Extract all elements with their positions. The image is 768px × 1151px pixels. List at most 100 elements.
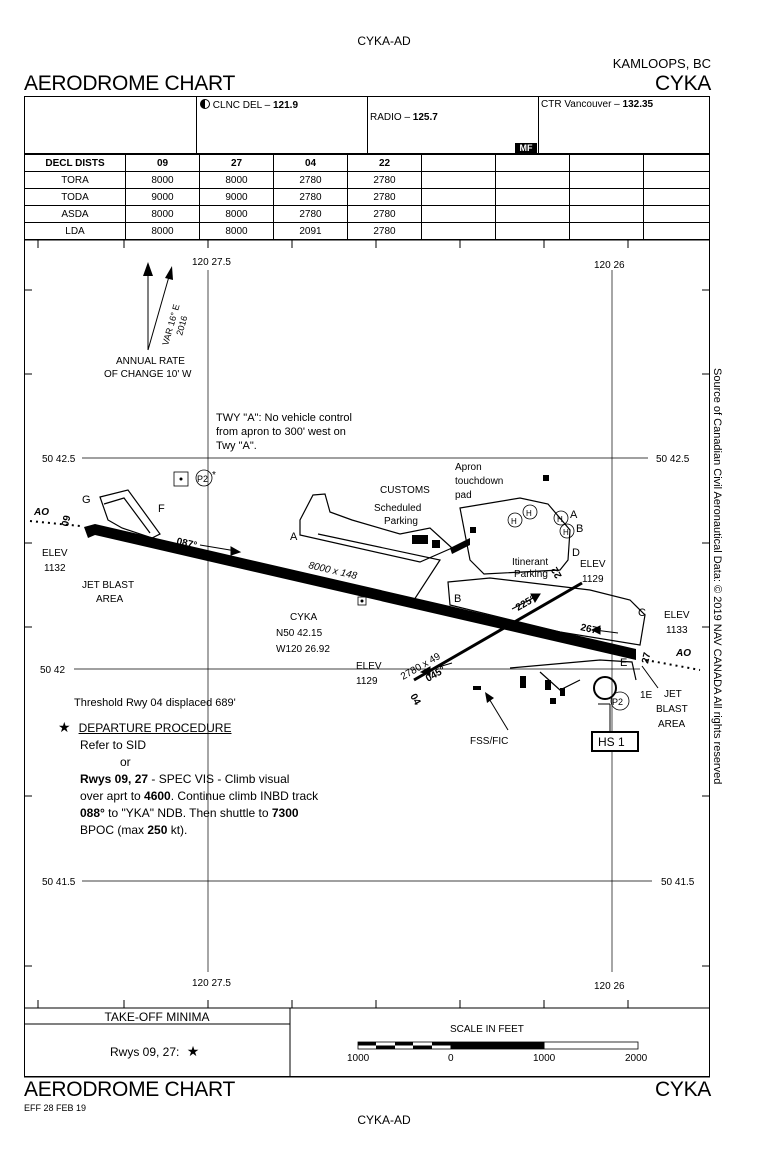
jet-blast-label: AREA: [96, 594, 124, 605]
departure-text: BPOC (max: [80, 823, 148, 837]
customs-label: CUSTOMS: [380, 485, 430, 496]
fss-label: FSS/FIC: [470, 736, 508, 747]
taxiway-label: D: [572, 547, 580, 559]
departure-text: kt).: [167, 823, 188, 837]
ctr: CTR Vancouver – 132.35: [541, 99, 653, 110]
border-ticks: [24, 239, 710, 1009]
takeoff-runways: Rwys 09, 27:: [110, 1045, 180, 1059]
twy-note: from apron to 300' west on: [216, 426, 346, 438]
lat-label: 50 42.5: [656, 454, 690, 465]
star-icon: ★: [58, 719, 71, 735]
lon-label: 120 26: [594, 981, 625, 992]
departure-procedure: ★DEPARTURE PROCEDURE Refer to SID or Rwy…: [58, 719, 318, 839]
lon-label: 120 27.5: [192, 257, 231, 268]
lat-label: 50 42.5: [42, 454, 76, 465]
doc-id-top: CYKA-AD: [357, 34, 411, 48]
north-arrow-icon: [143, 262, 173, 351]
departure-line: Rwys 09, 27 - SPEC VIS - Climb visual: [58, 771, 318, 788]
divider: [196, 96, 197, 154]
runway-04-22: [413, 581, 583, 682]
departure-line: 088° to "YKA" NDB. Then shuttle to 7300: [58, 805, 318, 822]
scale-tick: 1000: [347, 1053, 370, 1064]
radio-freq: 125.7: [412, 112, 438, 123]
location: KAMLOOPS, BC: [612, 56, 711, 71]
jet-blast-label: JET BLAST: [82, 580, 134, 591]
lon-label: 120 26: [594, 260, 625, 271]
departure-line: over aprt to 4600. Continue climb INBD t…: [58, 788, 318, 805]
annual-rate: ANNUAL RATE: [116, 356, 185, 367]
runway-09-27: [84, 524, 636, 660]
star-icon: ★: [186, 1043, 200, 1059]
twy-note: TWY "A": No vehicle control: [216, 412, 352, 424]
taxiway-label: E: [620, 657, 627, 669]
taxiway-label: C: [638, 607, 646, 619]
radio-label: RADIO –: [370, 112, 411, 123]
departure-title-row: ★ DEPARTURE PROCEDURE: [58, 719, 318, 737]
approach-lights: [29, 520, 701, 671]
table-row: TORA 8000 8000 2780 2780: [24, 171, 710, 189]
clnc-del: CLNC DEL – 121.9: [200, 99, 298, 111]
twy-note: Twy "A".: [216, 440, 257, 452]
heading-arrows: [199, 544, 619, 733]
p2-label: P2: [197, 474, 208, 484]
chart-title: AERODROME CHART: [24, 72, 235, 95]
jet-blast-label: AREA: [658, 719, 686, 730]
runway-number: 22: [549, 564, 564, 580]
elev-value: 1129: [582, 574, 604, 585]
elev-label: ELEV: [42, 548, 68, 559]
divider: [538, 96, 539, 154]
elev-value: 1129: [356, 676, 378, 687]
radio: RADIO – 125.7: [370, 112, 438, 123]
doc-id-bottom: CYKA-AD: [357, 1113, 411, 1127]
heading: 087°: [175, 536, 198, 551]
buildings: [412, 475, 565, 704]
taxiway-label: A: [290, 531, 298, 543]
ctr-label: CTR Vancouver –: [541, 99, 620, 110]
taxiways: [99, 489, 646, 691]
graticule: [74, 270, 652, 972]
heading: 267°: [579, 622, 602, 637]
apron-label: pad: [455, 490, 472, 501]
row-label: LDA: [24, 222, 126, 240]
lat-label: 50 41.5: [661, 877, 695, 888]
takeoff-minima: Rwys 09, 27: ★: [110, 1043, 199, 1060]
taxiway-label: 1E: [640, 690, 653, 701]
table-row: TODA 9000 9000 2780 2780: [24, 188, 710, 206]
departure-line: Refer to SID: [80, 738, 147, 752]
arp-name: CYKA: [290, 612, 318, 623]
departure-heading: 088°: [80, 806, 105, 820]
arp-lon: W120 26.92: [276, 644, 330, 655]
lat-label: 50 42: [40, 665, 65, 676]
departure-altitude: 4600: [144, 789, 171, 803]
divider: [367, 96, 368, 154]
taxiway-label: B: [576, 523, 583, 535]
footer-ident: CYKA: [655, 1078, 711, 1101]
elev-label: ELEV: [356, 661, 382, 672]
table-row: LDA 8000 8000 2091 2780: [24, 222, 710, 240]
threshold-note: Threshold Rwy 04 displaced 689': [74, 697, 236, 709]
ao-label: AO: [33, 507, 49, 518]
helipad-h: H: [557, 515, 563, 524]
apron-label: touchdown: [455, 476, 503, 487]
jet-blast-pointer: [641, 665, 659, 689]
ctr-freq: 132.35: [622, 99, 654, 110]
departure-title: DEPARTURE PROCEDURE: [78, 721, 232, 735]
airport-ident: CYKA: [655, 72, 711, 95]
half-circle-icon: [200, 99, 210, 109]
hotspot-label: HS 1: [598, 735, 625, 749]
taxiway-label: G: [82, 494, 91, 506]
parking-label: Scheduled: [374, 503, 421, 514]
elev-value: 1132: [44, 563, 66, 574]
departure-line: BPOC (max 250 kt).: [58, 822, 318, 839]
helipad-icons: [173, 469, 630, 711]
taxiway-label: B: [454, 593, 461, 605]
source-credit: Source of Canadian Civil Aeronautical Da…: [711, 368, 723, 784]
helipad-h: H: [526, 509, 532, 518]
mf-badge: MF: [515, 143, 537, 154]
table-header-row: DECL DISTS 09 27 04 22: [24, 154, 710, 172]
effective-date: EFF 28 FEB 19: [24, 1103, 87, 1113]
ao-label: AO: [675, 648, 691, 659]
lat-label: 50 41.5: [42, 877, 76, 888]
table-cell: 8000: [199, 222, 274, 240]
